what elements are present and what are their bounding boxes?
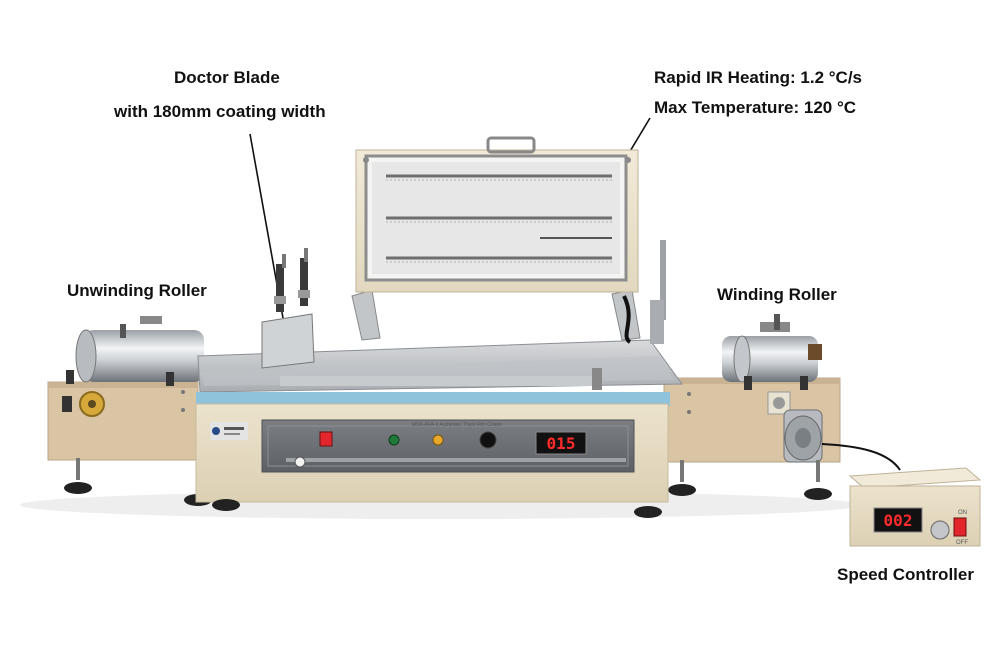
unwinding-roller [66,316,204,386]
controller-power-switch[interactable] [953,517,967,537]
unwinding-side-housing [47,381,199,461]
ir-heater-lid [355,136,639,293]
main-body-feet [212,499,662,518]
run-indicator-light [388,434,400,446]
coating-bed [197,339,683,393]
ir-heating-label: Rapid IR Heating: 1.2 °C/s [654,68,863,87]
winding-roller [722,314,822,390]
speed-controller-label: Speed Controller [837,565,974,584]
controller-off-label: OFF [956,540,968,546]
controller-on-label: ON [958,510,967,516]
doctor-blade-label: Doctor Blade [174,68,280,87]
lid-supports [351,240,666,344]
panel-display-value: 015 [547,434,576,453]
right-feet [668,460,832,500]
controller-cable [821,443,901,471]
power-switch[interactable] [319,431,333,447]
doctor-blade-width-label: with 180mm coating width [114,102,326,121]
doctor-blade-assembly [261,248,315,369]
controller-speed-knob[interactable] [930,520,950,540]
start-button[interactable] [432,434,444,446]
winding-roller-label: Winding Roller [717,285,837,304]
max-temperature-label: Max Temperature: 120 °C [654,98,857,117]
unwinding-roller-label: Unwinding Roller [67,281,207,300]
speed-knob[interactable] [479,431,497,449]
winding-motor [783,409,823,463]
speed-controller-box: 002 ON OFF [848,467,982,547]
panel-display: 015 [535,431,587,455]
panel-model-text: MSK-AFA-II Automatic Thick Film Coater [412,422,503,428]
controller-display-value: 002 [884,511,913,530]
